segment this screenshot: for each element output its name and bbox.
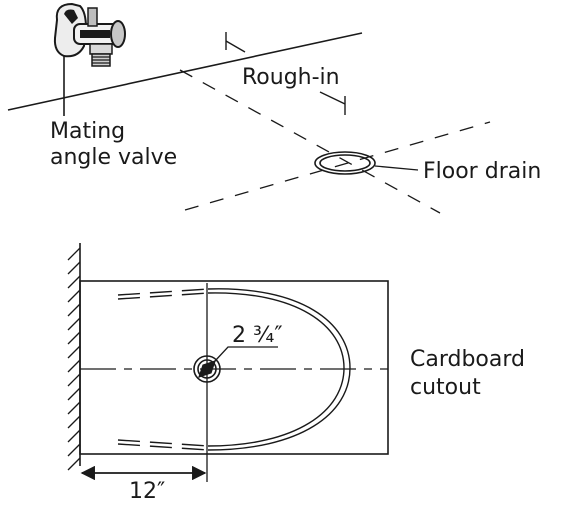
wall-floor-line	[7, 32, 363, 111]
floor-drain-label: Floor drain	[423, 159, 542, 184]
angle-valve-icon	[53, 2, 126, 67]
drain-centerline-a	[179, 69, 441, 214]
wall-offset-dimension-label: 12″	[129, 479, 166, 504]
diameter-leader	[214, 346, 278, 362]
angle-valve-label-line1: Mating	[50, 119, 126, 144]
cardboard-cutout-label-line2: cutout	[410, 375, 481, 400]
floor-drain-icon	[314, 151, 376, 175]
drain-centerline-b	[184, 121, 491, 211]
cardboard-cutout-rect	[79, 280, 389, 455]
wall-hatching	[67, 247, 81, 471]
diameter-dimension-label: 2 ¾″	[232, 323, 283, 348]
diameter-arrow	[198, 360, 216, 378]
rough-in-label: Rough-in	[242, 65, 340, 90]
bowl-outline	[117, 288, 351, 451]
rough-in-dimension	[225, 32, 346, 115]
cardboard-cutout-label-line1: Cardboard	[410, 347, 525, 372]
floor-drain-leader	[374, 165, 419, 171]
flange-circle	[193, 355, 221, 383]
angle-valve-label-line2: angle valve	[50, 145, 178, 170]
